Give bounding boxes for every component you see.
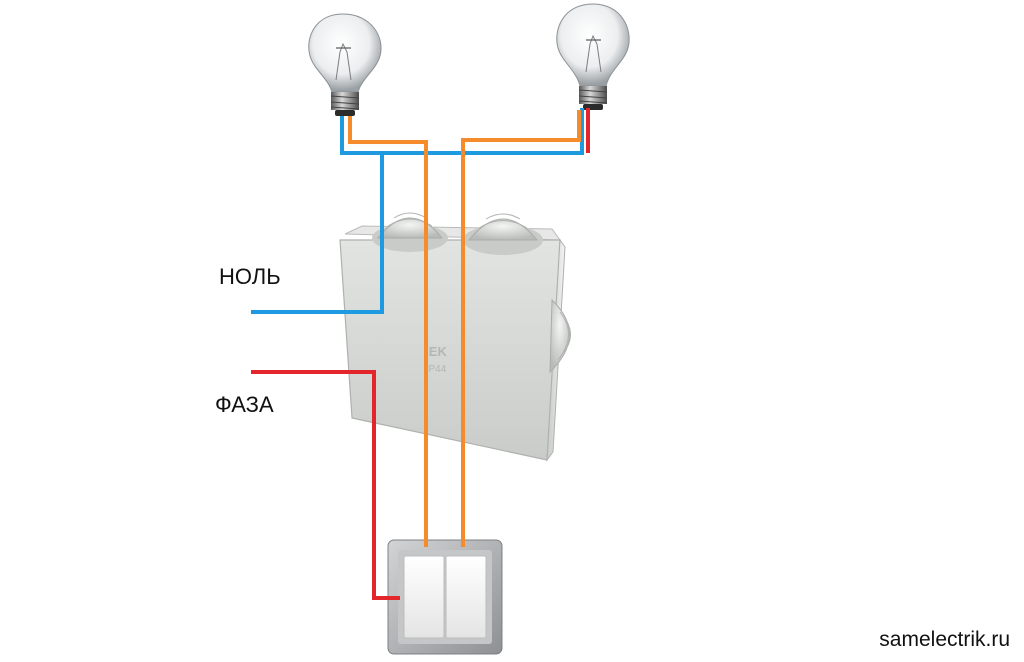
side-cable-gland [549,298,571,374]
junction-box-rating: IP44 [426,364,447,375]
switched-wire-left-lamp [348,116,428,547]
two-gang-switch[interactable] [387,539,503,655]
junction-box: IEK IP44 [339,212,571,462]
top-cable-gland-right [463,213,543,255]
switch-key-left[interactable] [403,555,445,639]
switched-wire-right-lamp [461,110,581,547]
incandescent-bulb-icon [556,3,630,110]
neutral-wire-feed [251,153,384,314]
phase-wire [251,370,400,600]
neutral-label: НОЛЬ [219,264,281,289]
wiring [251,108,590,600]
phase-label: ФАЗА [215,392,274,417]
switch-key-right[interactable] [445,555,487,639]
site-watermark: samelectrik.ru [879,628,1010,651]
junction-box-brand: IEK [425,344,447,359]
incandescent-bulb-icon [308,13,382,116]
